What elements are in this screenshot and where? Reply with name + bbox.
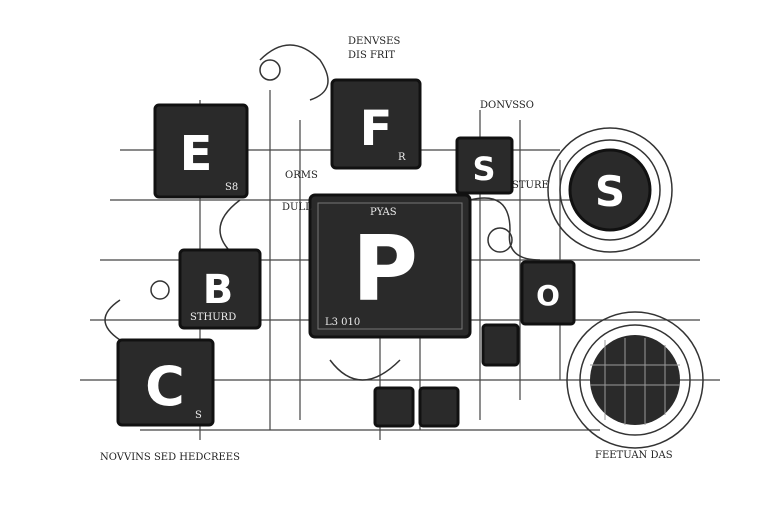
tile-s-small: S <box>455 136 514 195</box>
svg-text:S8: S8 <box>225 182 238 193</box>
svg-text:B: B <box>203 267 234 313</box>
svg-text:P: P <box>352 217 418 322</box>
tile-b: B STHURD <box>178 248 262 330</box>
svg-text:NOVVINS SED HEDCREES: NOVVINS SED HEDCREES <box>100 452 240 463</box>
svg-text:STURE: STURE <box>512 180 549 191</box>
svg-text:F: F <box>360 101 393 157</box>
tile-p: PYAS P L3 010 <box>308 193 472 339</box>
svg-text:S: S <box>595 167 625 216</box>
tile-f: F R <box>330 78 422 170</box>
svg-text:DULL: DULL <box>282 202 312 213</box>
svg-text:O: O <box>536 279 560 312</box>
small-tiles <box>373 323 520 428</box>
svg-text:C: C <box>145 355 185 418</box>
svg-text:R: R <box>398 152 406 163</box>
circle-s: S <box>568 148 652 232</box>
svg-text:S: S <box>472 150 495 188</box>
svg-text:ORMS: ORMS <box>285 170 318 181</box>
svg-text:DIS FRIT: DIS FRIT <box>348 50 395 61</box>
svg-text:E: E <box>180 126 213 182</box>
tile-o: O <box>520 260 576 326</box>
grid-circle <box>590 335 680 425</box>
svg-text:DENVSES: DENVSES <box>348 36 400 47</box>
svg-text:PYAS: PYAS <box>370 207 397 218</box>
tile-e: E S8 <box>153 103 249 199</box>
tile-c: C S <box>116 338 215 427</box>
svg-text:S: S <box>195 410 202 421</box>
svg-text:STHURD: STHURD <box>190 312 236 323</box>
svg-text:DONVSSO: DONVSSO <box>480 100 534 111</box>
svg-text:L3 010: L3 010 <box>325 317 360 328</box>
svg-text:FEETUAN DAS: FEETUAN DAS <box>595 450 673 461</box>
labels: DENVSES DIS FRIT DONVSSO ORMS DULL STURE… <box>100 36 673 463</box>
